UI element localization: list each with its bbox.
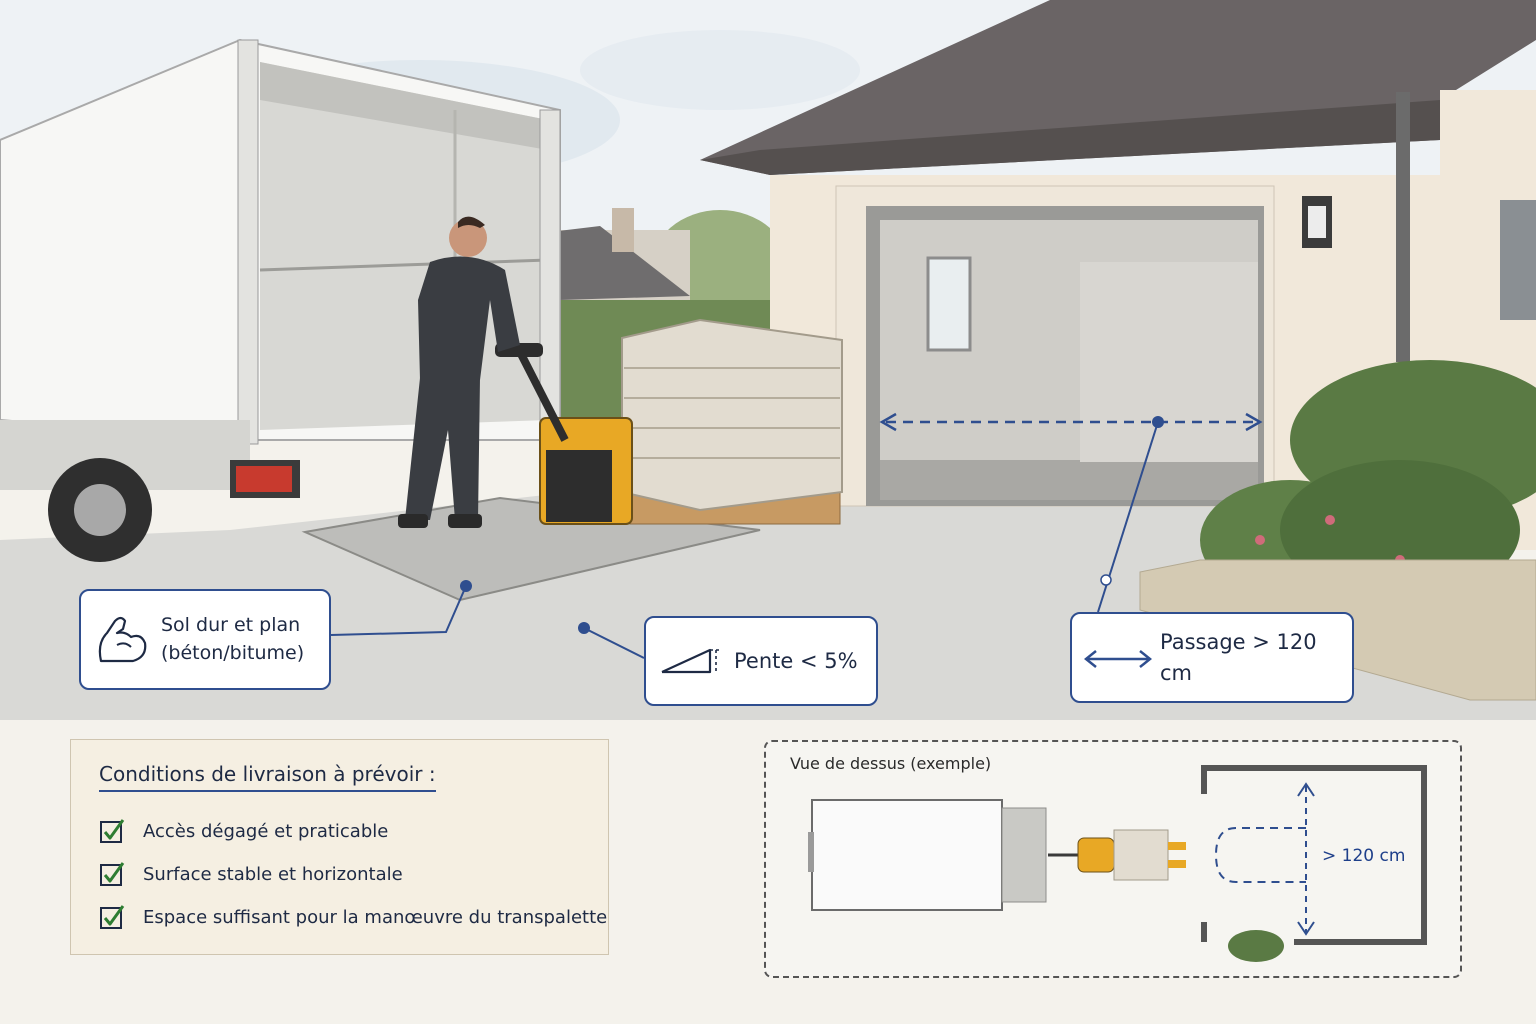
garage-window xyxy=(926,256,972,352)
double-arrow-icon xyxy=(1083,650,1153,668)
checklist-title: Conditions de livraison à prévoir : xyxy=(99,762,436,792)
checklist-item-label: Espace suffisant pour la manœuvre du tra… xyxy=(143,906,608,928)
top-view-dimension: > 120 cm xyxy=(1322,846,1406,866)
flexed-arm-icon xyxy=(98,616,147,663)
checklist-item-label: Surface stable et horizontale xyxy=(143,863,403,885)
top-view-panel: Vue de dessus (exemple) > 120 cm xyxy=(764,740,1462,978)
pallet-jack-top-view xyxy=(1077,837,1115,873)
garage-top-view xyxy=(1201,765,1427,945)
worker xyxy=(449,219,487,257)
pellet-bags xyxy=(621,318,843,512)
top-view-diagram xyxy=(808,765,1427,962)
bush-top-view xyxy=(1228,930,1284,962)
passage-callout: Passage > 120 cm xyxy=(1070,612,1354,703)
truck-top-view xyxy=(811,799,1003,911)
ground-leader-line xyxy=(330,585,467,636)
downpipe xyxy=(1396,92,1410,362)
checklist-item-label: Accès dégagé et praticable xyxy=(143,820,389,842)
ground-callout-line1: Sol dur et plan xyxy=(161,613,301,636)
delivery-conditions-panel: Conditions de livraison à prévoir : Accè… xyxy=(70,739,609,955)
checklist-item: Accès dégagé et praticable xyxy=(99,818,388,844)
checkbox-checked-icon xyxy=(100,862,125,886)
slope-icon xyxy=(661,648,722,674)
checklist-item: Espace suffisant pour la manœuvre du tra… xyxy=(99,904,607,930)
passage-callout-text: Passage > 120 cm xyxy=(1160,630,1317,685)
checklist-item: Surface stable et horizontale xyxy=(99,861,403,887)
checkbox-checked-icon xyxy=(100,819,125,843)
slope-callout: Pente < 5% xyxy=(644,616,878,706)
slope-leader-line xyxy=(583,627,645,659)
checkbox-checked-icon xyxy=(100,905,125,929)
ground-callout: Sol dur et plan (béton/bitume) xyxy=(79,589,331,690)
top-view-label: Vue de dessus (exemple) xyxy=(790,754,992,773)
slope-callout-text: Pente < 5% xyxy=(734,648,858,673)
ground-callout-line2: (béton/bitume) xyxy=(161,641,305,664)
